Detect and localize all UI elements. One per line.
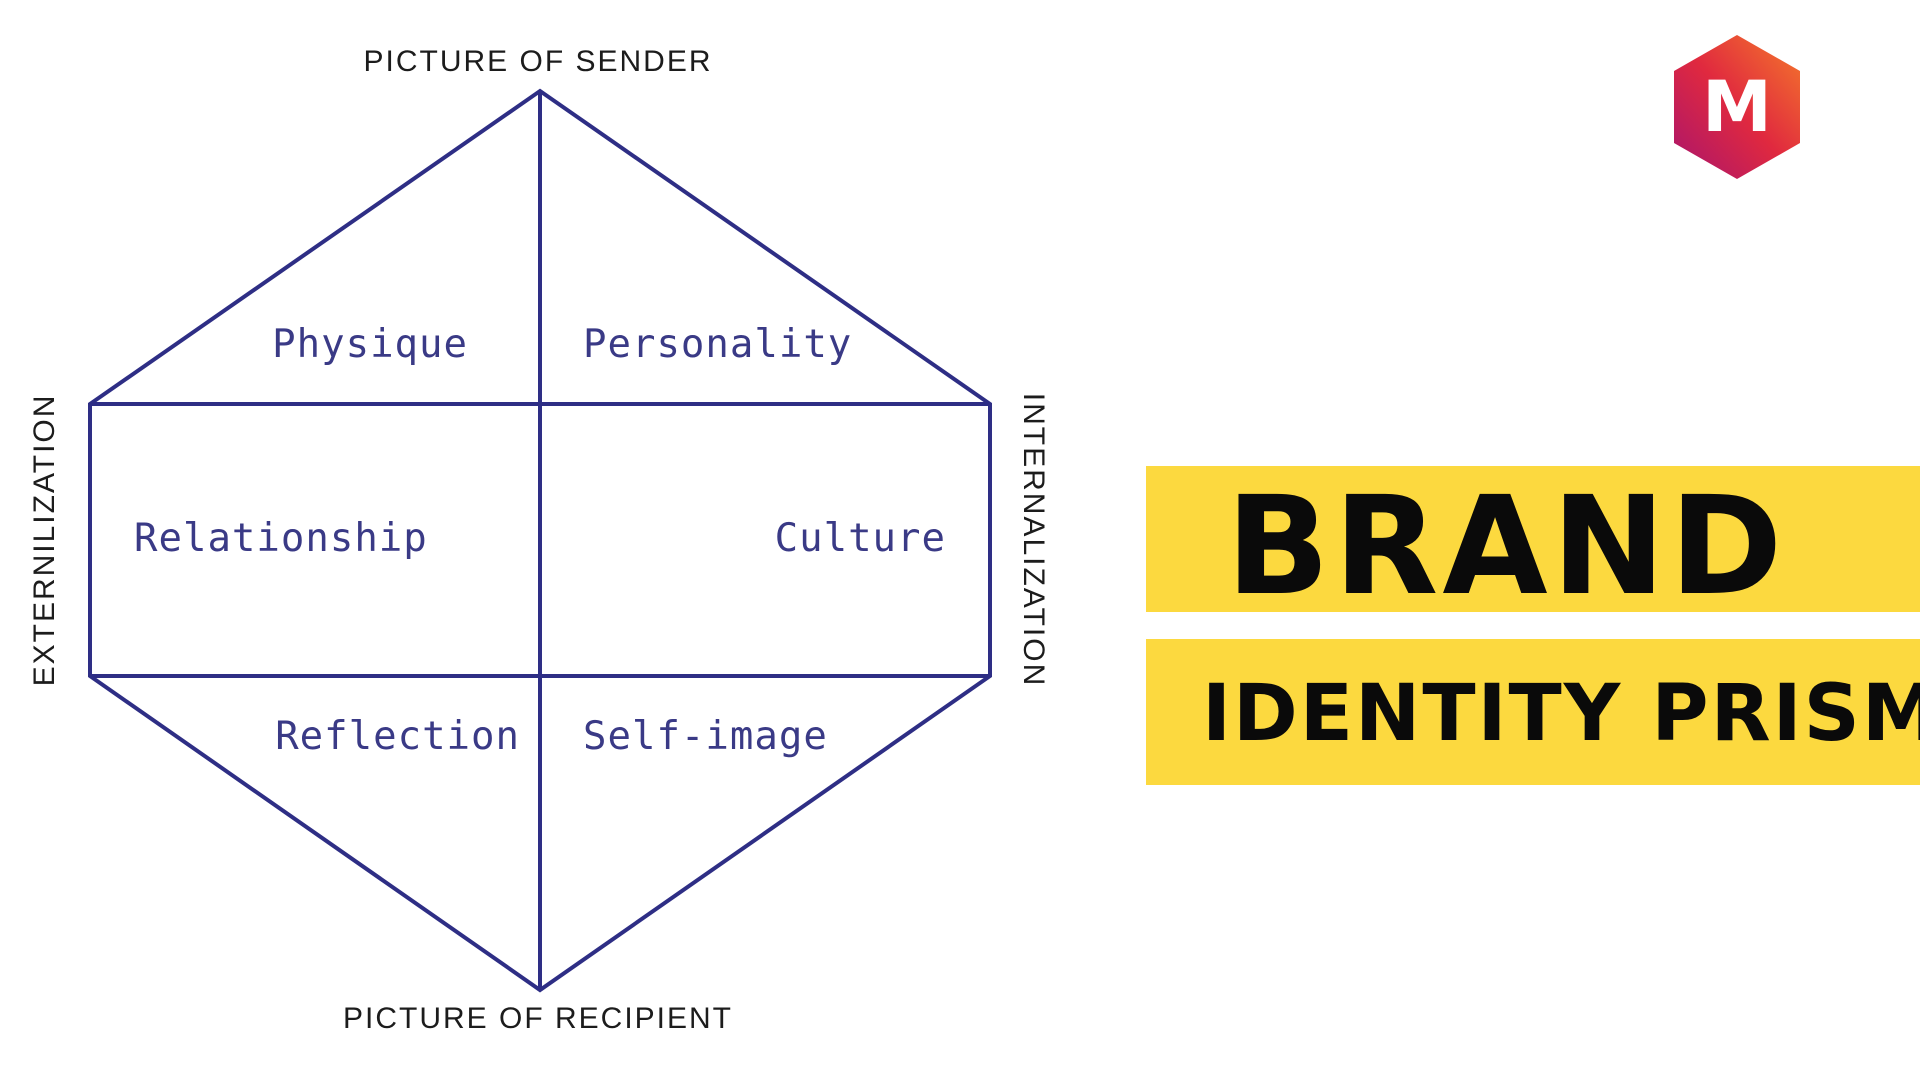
brand-title: BRAND xyxy=(1226,468,1787,626)
picture-of-recipient-label: PICTURE OF RECIPIENT xyxy=(343,1002,733,1035)
facet-self-image: Self-image xyxy=(583,714,828,759)
brand-banner: BRAND xyxy=(1146,466,1920,626)
facet-relationship: Relationship xyxy=(134,516,428,561)
facet-culture: Culture xyxy=(775,516,946,561)
identity-prism-subtitle: IDENTITY PRISM xyxy=(1202,669,1920,759)
facet-physique: Physique xyxy=(272,322,468,367)
externalization-label: EXTERNILIZATION xyxy=(28,394,61,687)
picture-of-sender-label: PICTURE OF SENDER xyxy=(363,45,712,78)
internalization-label: INTERNALIZATION xyxy=(1017,393,1050,687)
facet-reflection: Reflection xyxy=(275,714,520,759)
identity-prism-banner: IDENTITY PRISM xyxy=(1146,639,1920,785)
m-logo-icon: M xyxy=(1674,35,1800,179)
facet-personality: Personality xyxy=(583,322,852,367)
logo-hexagon xyxy=(1674,35,1800,179)
logo-letter: M xyxy=(1702,66,1772,148)
